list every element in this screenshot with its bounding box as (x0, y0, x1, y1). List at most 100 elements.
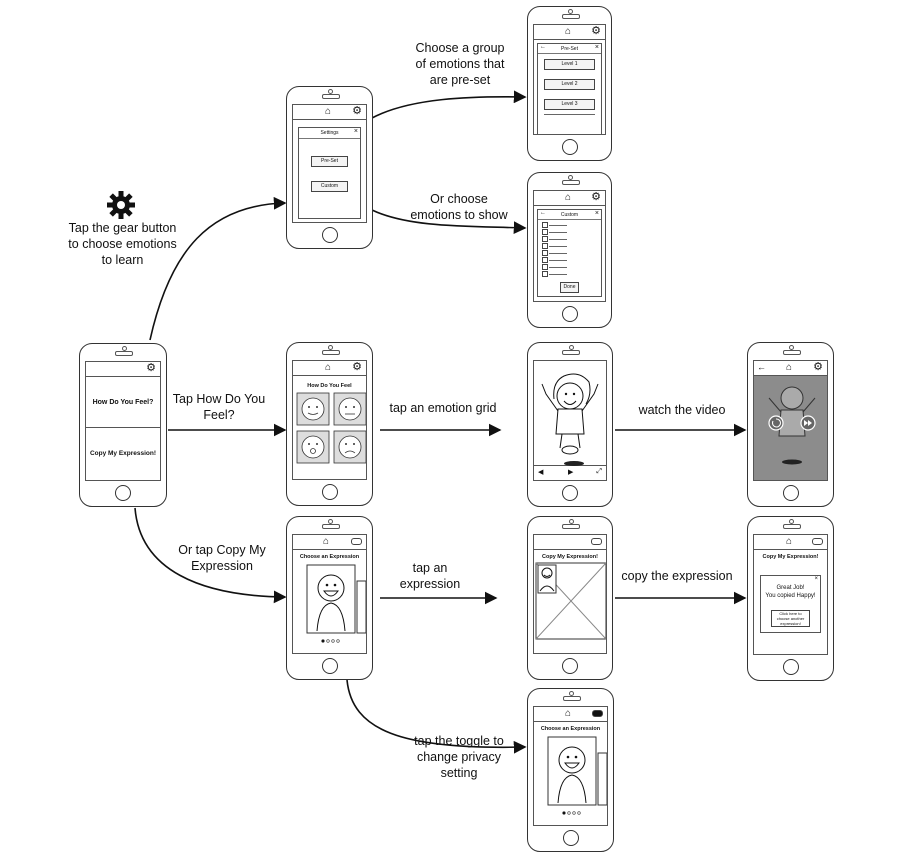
emotion-checkbox[interactable] (542, 222, 548, 228)
phone-choose: ⌂ Choose an Expression (286, 516, 373, 680)
copy-the-expression-instruction: copy the expression (621, 569, 733, 583)
copy-expr-button[interactable]: Copy My Expression! (86, 428, 160, 478)
level-2-button[interactable]: Level 2 (544, 79, 595, 90)
custom-button[interactable]: Custom (311, 181, 348, 192)
gear-icon[interactable]: ⚙ (146, 362, 156, 374)
custom-hardware-button (561, 306, 578, 322)
privacy-toggle[interactable] (812, 538, 823, 545)
result-title: Copy My Expression! (762, 554, 819, 560)
home-icon[interactable]: ⌂ (565, 708, 572, 719)
settings-title: Settings (320, 130, 339, 136)
custom-dialog: ← Custom × Done (537, 209, 602, 297)
home-icon[interactable]: ⌂ (565, 192, 572, 203)
emotion-checkbox[interactable] (542, 243, 548, 249)
back-arrow-icon[interactable]: ← (540, 210, 546, 216)
volume-icon[interactable]: ◀ (538, 469, 544, 476)
back-arrow-icon[interactable]: ← (540, 44, 546, 50)
copy-expr-instruction: Or tap Copy My Expression (178, 543, 266, 573)
home-icon[interactable]: ⌂ (325, 106, 332, 117)
emotion-grid[interactable] (294, 391, 367, 469)
home-icon[interactable]: ⌂ (565, 26, 572, 37)
close-icon[interactable]: × (814, 576, 818, 582)
arrow-home-to-choose (134, 507, 287, 604)
level-1-button[interactable]: Level 1 (544, 59, 595, 70)
toggle-choose-title: Choose an Expression (540, 726, 601, 732)
feel-screen: ⌂⚙ How Do You Feel (292, 360, 367, 480)
arrow-settings-to-preset (371, 90, 527, 119)
video-hardware-button (562, 485, 578, 501)
choose-hardware-button (321, 658, 338, 674)
settings-hardware-button (321, 227, 338, 243)
preset-hardware-button (561, 139, 578, 155)
gear-icon (106, 190, 136, 220)
copy-screen: Copy My Expression! (533, 534, 607, 654)
emotion-checkbox[interactable] (542, 250, 548, 256)
gear-instruction: Tap the gear button to choose emotions t… (68, 221, 177, 267)
preset-instruction: Choose a group of emotions that are pre-… (415, 41, 505, 87)
emotion-checkbox[interactable] (542, 264, 548, 270)
phone-copy: Copy My Expression! (527, 516, 613, 680)
emotion-checkbox[interactable] (542, 236, 548, 242)
home-icon[interactable]: ⌂ (786, 362, 793, 373)
copy-hardware-button (562, 658, 578, 674)
replay-icon (768, 415, 784, 431)
phone-result: ⌂ Copy My Expression! × Great Job! You c… (747, 516, 834, 681)
phone-feel: ⌂⚙ How Do You Feel (286, 342, 373, 506)
home-icon[interactable]: ⌂ (786, 536, 793, 547)
close-icon[interactable]: × (594, 210, 599, 217)
phone-video: ◀ ▶ ⤢ (527, 342, 613, 507)
custom-instruction: Or choose emotions to show (410, 192, 508, 222)
phone-video-playing: ← ⌂ ⚙ (747, 342, 834, 507)
arrow-choose-to-toggle (346, 679, 527, 754)
result-hardware-button (782, 659, 799, 675)
gear-icon[interactable]: ⚙ (591, 191, 601, 203)
toggle-hardware-button (562, 830, 579, 846)
how-feel-label: How Do You Feel? (92, 398, 154, 406)
preset-button[interactable]: Pre-Set (311, 156, 348, 167)
gear-icon[interactable]: ⚙ (591, 25, 601, 37)
expression-carousel[interactable] (534, 733, 608, 819)
privacy-toggle[interactable] (591, 538, 602, 545)
done-button[interactable]: Done (560, 282, 579, 293)
phone-preset: ⌂ ⚙ ← Pre-Set × Level 1 Level 2 Level 3 (527, 6, 612, 161)
emotion-checkbox[interactable] (542, 257, 548, 263)
copy-expr-label: Copy My Expression! (89, 449, 157, 457)
play-icon[interactable]: ▶ (568, 469, 574, 476)
video-controls: ◀ ▶ ⤢ (534, 465, 606, 480)
video-screen: ◀ ▶ ⤢ (533, 360, 607, 481)
preset-title: Pre-Set (561, 46, 578, 52)
gear-icon[interactable]: ⚙ (352, 361, 362, 373)
expression-carousel[interactable] (293, 561, 367, 647)
feel-hardware-button (321, 484, 338, 500)
emotion-checkbox[interactable] (542, 229, 548, 235)
phone-custom: ⌂ ⚙ ← Custom × Done (527, 172, 612, 328)
choose-screen: ⌂ Choose an Expression (292, 534, 367, 654)
tap-expression-instruction: tap an expression (399, 561, 461, 591)
phone-home: ⚙ How Do You Feel? Copy My Expression! (79, 343, 167, 507)
choose-another-button[interactable]: Click here to choose another expression! (771, 610, 810, 627)
copy-title: Copy My Expression! (542, 554, 598, 560)
preset-screen: ⌂ ⚙ ← Pre-Set × Level 1 Level 2 Level 3 (533, 24, 606, 135)
gear-icon[interactable]: ⚙ (813, 361, 823, 373)
home-screen: ⚙ How Do You Feel? Copy My Expression! (85, 361, 161, 481)
close-icon[interactable]: × (353, 128, 358, 135)
privacy-toggle-on[interactable] (592, 710, 603, 717)
video-playing-hardware-button (782, 485, 799, 501)
gear-icon[interactable]: ⚙ (352, 105, 362, 117)
home-icon[interactable]: ⌂ (325, 362, 332, 373)
close-icon[interactable]: × (594, 44, 599, 51)
great-job-message: Great Job! You copied Happy! (765, 585, 816, 599)
privacy-toggle[interactable] (351, 538, 362, 545)
emotion-checkbox[interactable] (542, 271, 548, 277)
toggle-screen: ⌂ Choose an Expression (533, 706, 608, 826)
fullscreen-icon[interactable]: ⤢ (596, 468, 602, 475)
how-feel-button[interactable]: How Do You Feel? (86, 377, 160, 428)
phone-settings: ⌂ ⚙ Settings × Pre-Set Custom (286, 86, 373, 249)
custom-title: Custom (560, 212, 579, 218)
back-arrow-icon[interactable]: ← (757, 362, 766, 372)
level-3-button[interactable]: Level 3 (544, 99, 595, 110)
video-playing-screen: ← ⌂ ⚙ (753, 360, 828, 481)
video-frame (768, 386, 816, 465)
home-icon[interactable]: ⌂ (323, 536, 330, 547)
